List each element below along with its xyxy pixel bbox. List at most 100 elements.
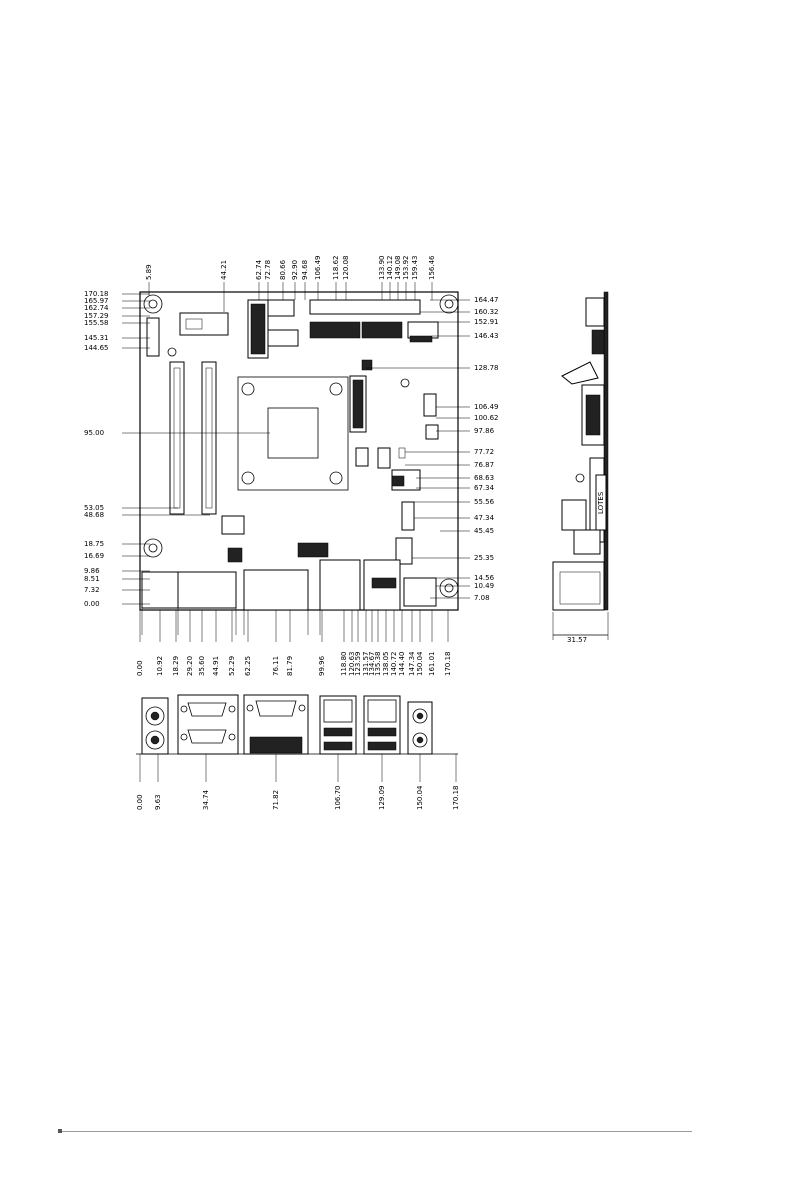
- mounting-hole: [439, 294, 459, 314]
- usb-header: [309, 321, 361, 339]
- top-dimension-label: 5.89: [145, 264, 153, 280]
- top-dimension-label: 106.49: [314, 256, 322, 281]
- right-dimension-label: 25.35: [474, 554, 494, 562]
- header-block: [267, 329, 299, 347]
- bottom-leader-lines: [139, 610, 449, 642]
- heatsink-screw: [241, 471, 255, 485]
- right-dimension-label: 164.47: [474, 296, 499, 304]
- mounting-hole: [143, 538, 163, 558]
- top-leader-lines: [148, 282, 433, 312]
- top-dimension-label: 94.68: [301, 260, 309, 280]
- pin-header: [377, 447, 391, 469]
- usb-port: [323, 741, 353, 751]
- pin-header: [401, 501, 415, 531]
- bottom-dimension-label: 120.63: [348, 652, 356, 677]
- heatsink-screw: [241, 382, 255, 396]
- right-dimension-label: 45.45: [474, 527, 494, 535]
- memory-slot: [169, 361, 185, 515]
- top-dimension-label: 159.43: [411, 256, 419, 281]
- power-connector: [146, 317, 160, 357]
- bottom-dimension-label: 123.59: [354, 652, 362, 677]
- rear-dimension-label: 0.00: [136, 794, 144, 810]
- board-top-view: [139, 291, 459, 635]
- bottom-dimension-label: 76.11: [272, 656, 280, 676]
- bottom-dimension-label: 0.00: [136, 660, 144, 676]
- pin-header: [355, 447, 369, 467]
- top-dimension-label: 44.21: [220, 260, 228, 280]
- pin-header-dark: [391, 475, 405, 487]
- memory-slot: [201, 361, 217, 515]
- bottom-dimension-label: 150.04: [416, 651, 424, 676]
- right-dimension-labels: 164.47160.32152.91146.43128.78106.49100.…: [474, 296, 499, 602]
- audio-housing: [407, 701, 433, 755]
- right-dimension-label: 14.56: [474, 574, 495, 582]
- bottom-dimension-label: 118.80: [340, 652, 348, 677]
- right-dimension-label: 128.78: [474, 364, 499, 372]
- right-dimension-label: 160.32: [474, 308, 499, 316]
- side-component: [591, 329, 605, 355]
- top-dimension-label: 149.08: [394, 256, 402, 281]
- bottom-dimension-label: 10.92: [156, 656, 164, 676]
- right-dimension-label: 152.91: [474, 318, 499, 326]
- bottom-dimension-label: 99.96: [318, 655, 326, 676]
- left-leader-lines: [122, 293, 270, 605]
- top-dimension-label: 80.66: [279, 259, 287, 280]
- lan-port: [367, 699, 397, 723]
- side-dimm-latch: [561, 361, 599, 385]
- heatsink-screw: [329, 382, 343, 396]
- battery-header: [227, 547, 243, 563]
- pin-header: [425, 424, 439, 440]
- top-dimension-label: 118.62: [332, 256, 340, 281]
- side-bracket: [561, 499, 587, 531]
- top-dimension-label: 153.92: [402, 256, 410, 281]
- left-dimension-label: 145.31: [84, 334, 109, 342]
- side-rear-io: [552, 561, 605, 611]
- bottom-dimension-label: 29.20: [186, 656, 194, 676]
- left-dimension-label: 144.65: [84, 344, 109, 352]
- usb-header: [361, 321, 403, 339]
- bottom-dimension-label: 62.25: [244, 656, 252, 676]
- rear-panel: [136, 694, 458, 782]
- small-hole: [400, 378, 410, 388]
- side-pcb: [603, 291, 609, 611]
- audio-jack-2: [412, 732, 428, 748]
- rear-dimension-label: 106.70: [334, 786, 342, 811]
- lan-usb-port: [319, 559, 361, 611]
- bottom-dimension-label: 52.29: [228, 656, 236, 676]
- rear-dimension-label: 9.63: [154, 794, 162, 810]
- top-dimension-label: 133.90: [378, 256, 386, 281]
- pin-header: [423, 393, 437, 417]
- bottom-dimension-label: 138.05: [382, 652, 390, 677]
- right-dimension-label: 55.56: [474, 498, 495, 506]
- right-dimension-label: 146.43: [474, 332, 499, 340]
- fan-header: [297, 542, 329, 558]
- ps2-keyboard-port: [145, 706, 165, 726]
- heatsink-screw: [329, 471, 343, 485]
- small-connector: [221, 515, 245, 535]
- left-dimension-label: 0.00: [84, 600, 100, 608]
- rear-dimension-label: 150.04: [416, 785, 424, 810]
- com-port: [177, 571, 237, 609]
- bottom-dimension-label: 134.67: [368, 652, 376, 677]
- com-port-housing: [177, 694, 239, 755]
- left-dimension-label: 162.74: [84, 304, 109, 312]
- memory-slot-inner: [205, 367, 213, 509]
- rear-dimension-label: 129.09: [378, 786, 386, 811]
- audio-jack: [403, 577, 437, 607]
- header-block: [179, 312, 229, 336]
- mounting-hole: [143, 294, 163, 314]
- bottom-dimension-label: 131.57: [362, 652, 370, 677]
- com-header: [409, 335, 433, 343]
- left-dimension-label: 155.58: [84, 319, 109, 327]
- small-connector: [398, 447, 406, 459]
- bottom-dimension-label: 18.29: [172, 656, 180, 676]
- footer-accent: [58, 1129, 62, 1133]
- side-screw: [575, 473, 585, 483]
- width-dimension-label: 31.57: [567, 636, 587, 644]
- left-dimension-label: 8.51: [84, 575, 100, 583]
- right-dimension-label: 77.72: [474, 448, 494, 456]
- left-dimension-labels: 170.18165.97162.74157.29155.58145.31144.…: [84, 290, 109, 608]
